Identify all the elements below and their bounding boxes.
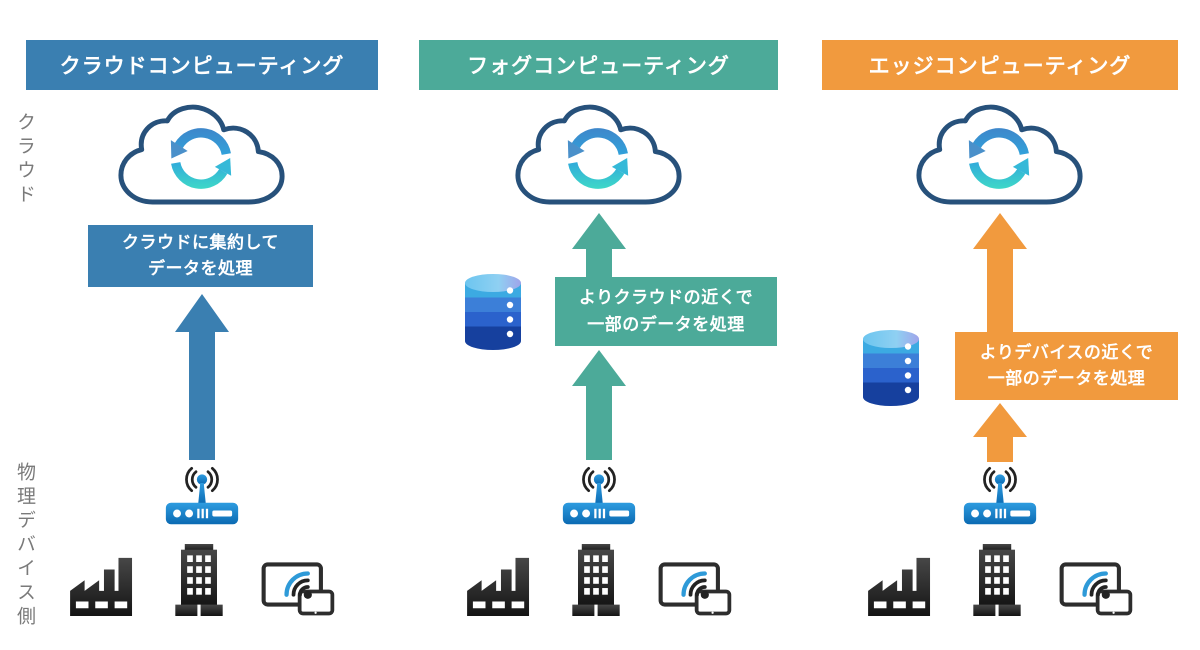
box-text-line2: データを処理 (148, 259, 253, 279)
box-text-line1: よりデバイスの近くで (979, 342, 1154, 363)
column-edge-computing: エッジコンピューティング よりデバイスの近くで 一部のデ (822, 40, 1178, 640)
cloud-sync-icon (514, 104, 682, 205)
up-arrow-device-to-box (973, 403, 1027, 462)
up-arrow-box-to-cloud (571, 213, 626, 277)
box-text-line1: よりクラウドの近くで (578, 288, 754, 309)
column-title-cloud-computing: クラウドコンピューティング (26, 40, 378, 90)
column-title-fog-computing: フォグコンピューティング (419, 40, 778, 90)
tablet-wifi-icon (1059, 562, 1133, 616)
process-description-box: よりクラウドの近くで 一部のデータを処理 (555, 277, 777, 346)
physical-devices-row (822, 544, 1178, 616)
box-text-line1: クラウドに集約して (122, 232, 279, 253)
wifi-router-icon (562, 466, 635, 525)
wifi-router-icon (165, 466, 239, 525)
column-cloud-computing: クラウドコンピューティング クラウドに集約して データを処理 (26, 40, 378, 640)
factory-icon (70, 557, 133, 616)
cloud-sync-icon (916, 104, 1083, 205)
factory-icon (466, 557, 529, 616)
factory-icon (868, 557, 931, 616)
box-text-line2: 一部のデータを処理 (987, 369, 1146, 389)
up-arrow-box-to-cloud (973, 213, 1027, 332)
box-text-line2: 一部のデータを処理 (587, 314, 745, 335)
cloud-sync-icon (118, 104, 285, 205)
side-label-physical-device: 物理デバイス側 (14, 462, 36, 630)
process-description-box: よりデバイスの近くで 一部のデータを処理 (955, 332, 1178, 400)
tablet-wifi-icon (261, 562, 335, 616)
column-title-edge-computing: エッジコンピューティング (822, 40, 1178, 90)
database-cylinder-icon (863, 330, 919, 406)
up-arrow-device-to-box (571, 350, 626, 460)
tablet-wifi-icon (658, 562, 731, 616)
up-arrow-device-to-cloud (175, 294, 229, 460)
wifi-router-icon (963, 466, 1037, 525)
database-cylinder-icon (465, 274, 521, 350)
physical-devices-row (419, 544, 778, 616)
physical-devices-row (26, 544, 378, 616)
column-fog-computing: フォグコンピューティング よりクラウドの近くで 一部のデ (419, 40, 778, 640)
office-building-icon (571, 544, 620, 616)
process-description-box: クラウドに集約して データを処理 (88, 225, 313, 287)
office-building-icon (175, 544, 223, 616)
office-building-icon (973, 544, 1021, 616)
side-label-cloud: クラウド (14, 112, 36, 208)
